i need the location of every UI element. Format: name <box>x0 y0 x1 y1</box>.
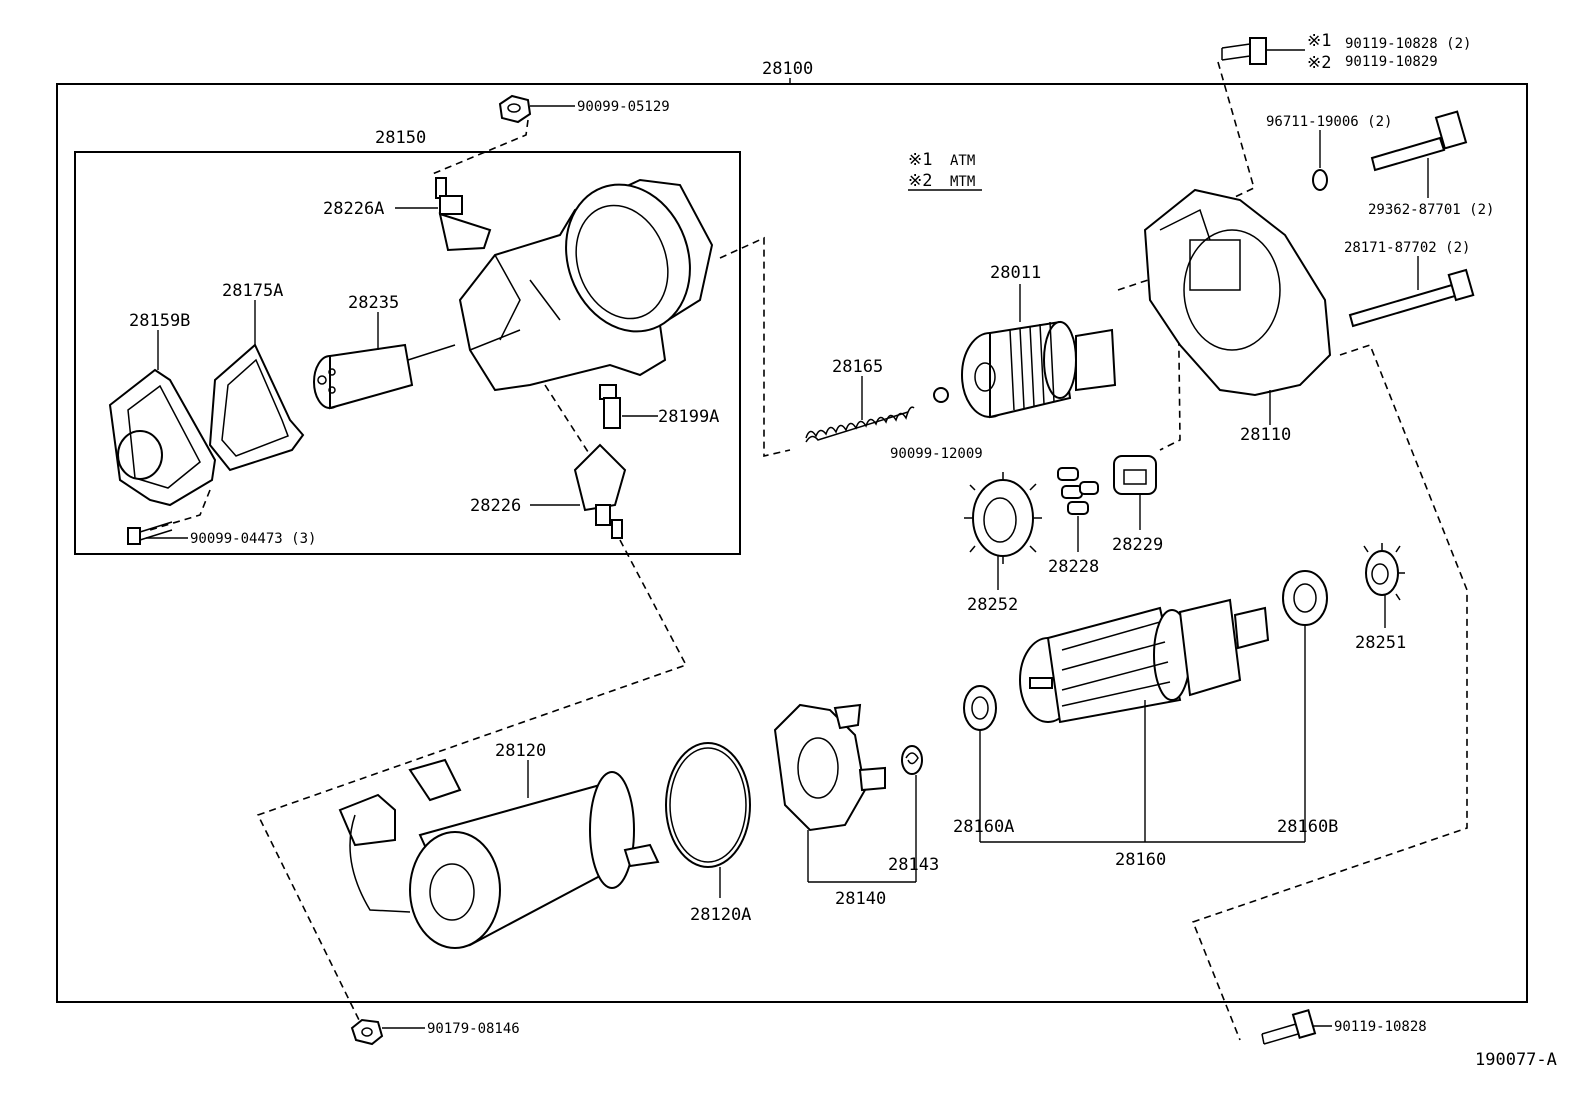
rollers-28228 <box>1057 467 1099 552</box>
label-28252: 28252 <box>967 595 1018 615</box>
pinion-28251 <box>1363 543 1405 628</box>
clutch-28011 <box>961 284 1117 419</box>
label-28110: 28110 <box>1240 425 1291 445</box>
label-28251: 28251 <box>1355 633 1406 653</box>
spring-28143 <box>901 745 923 882</box>
label-28171-87702: 28171-87702 (2) <box>1344 240 1470 256</box>
label-28229: 28229 <box>1112 535 1163 555</box>
legend-mark1-text: ATM <box>950 153 975 169</box>
bolt-90119-10828-bottom <box>1261 1009 1332 1045</box>
label-96711-19006: 96711-19006 (2) <box>1266 114 1392 130</box>
retainer-28229 <box>1113 455 1157 530</box>
screw-90099-04473 <box>127 521 188 545</box>
front-housing-28110 <box>1143 188 1332 425</box>
dashed-line-cover <box>149 489 211 531</box>
label-28120: 28120 <box>495 741 546 761</box>
spring-28165 <box>805 376 915 443</box>
figure-code: 190077-A <box>1475 1050 1557 1070</box>
label-90119-10828-bottom: 90119-10828 <box>1334 1019 1427 1035</box>
label-28100: 28100 <box>762 59 813 79</box>
terminal-28226A <box>395 177 492 252</box>
label-mark1-top: ※1 <box>1307 31 1331 51</box>
legend: ※1 ATM ※2 MTM <box>908 150 982 191</box>
bolt-90119-10828-top <box>1221 37 1305 65</box>
label-28226: 28226 <box>470 496 521 516</box>
oring-96711-19006 <box>1312 169 1328 191</box>
nut-90179-08146 <box>350 1018 425 1046</box>
label-90099-04473: 90099-04473 (3) <box>190 531 316 547</box>
label-90119-10828-top: 90119-10828 (2) <box>1345 36 1471 52</box>
dashed-line-clutch <box>1117 268 1181 451</box>
bolt-28171-87702 <box>1348 256 1475 328</box>
bearing-28160B <box>1282 570 1328 842</box>
label-28011: 28011 <box>990 263 1041 283</box>
pin-28199A <box>599 384 658 429</box>
dashed-line-housing-spring <box>719 236 791 458</box>
label-28143: 28143 <box>888 855 939 875</box>
brush-holder-28140 <box>773 703 886 882</box>
dashed-line-nut-top <box>429 119 529 176</box>
label-29362-87701: 29362-87701 (2) <box>1368 202 1494 218</box>
legend-mark1: ※1 <box>908 150 932 170</box>
label-28120A: 28120A <box>690 905 751 925</box>
bolt-29362-87701 <box>1370 110 1468 198</box>
label-28140: 28140 <box>835 889 886 909</box>
motor-yoke-28120 <box>338 758 660 949</box>
legend-mark2-text: MTM <box>950 174 975 190</box>
legend-mark2: ※2 <box>908 171 932 191</box>
terminal-28226 <box>530 443 627 539</box>
label-28226A: 28226A <box>323 199 384 219</box>
label-90099-12009: 90099-12009 <box>890 446 983 462</box>
label-28150: 28150 <box>375 128 426 148</box>
label-28159B: 28159B <box>129 311 190 331</box>
armature-28160 <box>1019 598 1270 842</box>
label-28199A: 28199A <box>658 407 719 427</box>
label-28160B: 28160B <box>1277 817 1338 837</box>
dashed-line-right <box>1191 344 1468 1041</box>
label-90099-05129: 90099-05129 <box>577 99 670 115</box>
label-28165: 28165 <box>832 357 883 377</box>
subassembly-frame-28150 <box>74 151 741 555</box>
nut-90099-05129 <box>498 94 575 124</box>
label-28235: 28235 <box>348 293 399 313</box>
label-28160A: 28160A <box>953 817 1014 837</box>
label-90179-08146: 90179-08146 <box>427 1021 520 1037</box>
label-28228: 28228 <box>1048 557 1099 577</box>
label-mark2-top: ※2 <box>1307 53 1331 73</box>
cover-28159B <box>108 330 217 507</box>
gear-28252 <box>964 472 1042 590</box>
label-28175A: 28175A <box>222 281 283 301</box>
assembly-frame-28100 <box>56 83 1528 1003</box>
ball-90099-12009 <box>933 387 949 403</box>
label-28160: 28160 <box>1115 850 1166 870</box>
gasket-28175A <box>208 300 305 472</box>
starter-housing <box>458 178 714 392</box>
label-90119-10829: 90119-10829 <box>1345 54 1438 70</box>
plunger-28235 <box>313 312 456 410</box>
bearing-28160A <box>963 685 997 842</box>
dashed-line-housing-solenoid <box>256 384 688 1023</box>
gasket-ring-28120A <box>665 742 751 898</box>
